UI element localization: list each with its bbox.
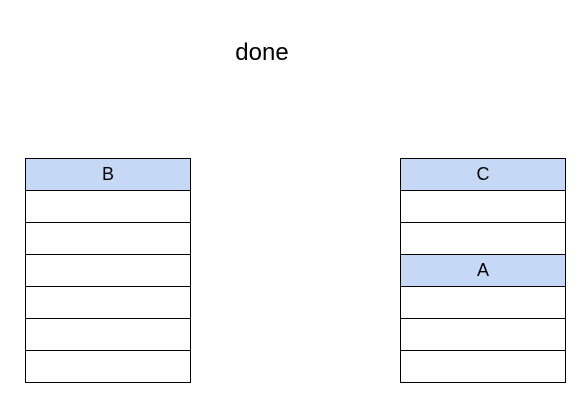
left-column: B — [25, 158, 191, 383]
right-slot-3[interactable] — [401, 222, 565, 254]
right-slot-7[interactable] — [401, 350, 565, 382]
left-slot-6[interactable] — [26, 318, 190, 350]
right-slot-4[interactable]: A — [401, 254, 565, 286]
left-slot-4[interactable] — [26, 254, 190, 286]
right-slot-1[interactable]: C — [401, 158, 565, 190]
left-slot-3[interactable] — [26, 222, 190, 254]
left-slot-7[interactable] — [26, 350, 190, 382]
left-slot-2[interactable] — [26, 190, 190, 222]
left-slot-1[interactable]: B — [26, 158, 190, 190]
status-text: done — [235, 39, 289, 66]
left-slot-5[interactable] — [26, 286, 190, 318]
right-column: C A — [400, 158, 566, 383]
right-slot-6[interactable] — [401, 318, 565, 350]
right-slot-5[interactable] — [401, 286, 565, 318]
right-slot-2[interactable] — [401, 190, 565, 222]
